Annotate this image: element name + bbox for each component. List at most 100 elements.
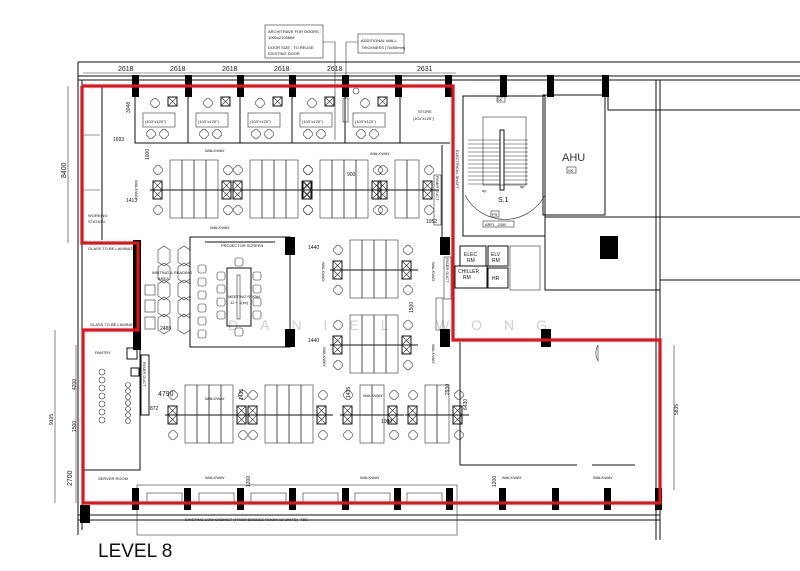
pedestal-cross (302, 189, 313, 200)
walkway-label: WALKWAY (593, 475, 613, 480)
pedestal-cross (232, 189, 243, 200)
walkway-label: WALKWAY (360, 475, 380, 480)
glass-note: GLASS TO BE LAMINATED (90, 322, 140, 327)
pedestal-cross (316, 414, 327, 425)
projector-screen-label: PROJECTOR SCREEN (221, 243, 263, 248)
desk (208, 384, 222, 444)
desk (193, 159, 207, 219)
desk (424, 384, 438, 444)
pedestal (377, 96, 388, 107)
pedestal (452, 414, 463, 425)
desk (184, 384, 198, 444)
chair (250, 128, 262, 140)
riser-label: RISER DUCT (445, 258, 450, 283)
walkway-label: WALKWAY (205, 148, 225, 153)
cabinet-unit (198, 492, 235, 503)
electrical-shaft-label: ELECTRICAL SHAFT (455, 150, 460, 189)
pedestal-cross (401, 269, 412, 280)
stool (125, 406, 131, 412)
office-size-label: (103"x120") (302, 119, 324, 124)
dimension-label: 1500 (409, 302, 415, 313)
pedestal (220, 96, 231, 107)
dimension-label: 1435 (346, 387, 352, 398)
sofa-module (157, 245, 171, 267)
sofa-module (177, 262, 191, 284)
chair (302, 204, 314, 216)
chair (407, 389, 419, 401)
dimension-label: 1440 (308, 245, 319, 251)
stool (125, 388, 131, 394)
chair (252, 271, 262, 281)
chair (197, 264, 207, 274)
stair-up-label: up (482, 188, 487, 193)
pedestal-cross (167, 414, 178, 425)
pedestal-cross (407, 414, 418, 425)
pedestal-cross (247, 414, 258, 425)
dimension-label: 1500 (72, 421, 78, 432)
chair (145, 128, 157, 140)
office-size-label: (103"x120") (198, 119, 220, 124)
dimension-label: 2618 (222, 66, 238, 73)
chair (202, 97, 214, 109)
column (132, 488, 139, 510)
chair (423, 204, 435, 216)
desk (385, 314, 399, 374)
chair (317, 429, 329, 441)
walkway-label: WALKWAY (321, 262, 326, 282)
office-desk (299, 112, 333, 128)
column (552, 488, 559, 510)
pedestal (401, 269, 412, 280)
chair (372, 164, 384, 176)
elec-room-label: RM (467, 258, 475, 264)
elec-room-label: ELEC (464, 252, 477, 258)
open-area-right (459, 342, 635, 466)
store-room: STORE (104"x120") (413, 109, 435, 121)
walkway-label: WALKWAY (322, 347, 327, 367)
workstation-cluster (340, 384, 404, 444)
office-desk (247, 112, 281, 128)
pedestal (167, 96, 178, 107)
desk (288, 384, 302, 444)
desk (343, 159, 357, 219)
dimension-label: 2618 (327, 66, 343, 73)
workstation-cluster (375, 159, 439, 219)
stool (98, 400, 106, 408)
chair (332, 359, 344, 371)
elv-room-label: ELV (491, 252, 501, 258)
chair (355, 128, 367, 140)
walkway-label: WALKWAY (431, 344, 436, 364)
stool (98, 376, 106, 384)
pedestal (324, 96, 335, 107)
column (285, 329, 295, 347)
chair (302, 164, 314, 176)
chair (197, 316, 207, 326)
column (500, 75, 507, 97)
chair (237, 389, 249, 401)
desk (276, 384, 290, 444)
pedestal-cross (167, 96, 178, 107)
pedestal-cross (220, 96, 231, 107)
level-title: LEVEL 8 (98, 541, 172, 562)
chair (158, 128, 170, 140)
desk (406, 159, 420, 219)
column (547, 75, 554, 97)
pedestal (332, 344, 343, 355)
chair (197, 290, 207, 300)
walkway-label: WALKWAY (370, 151, 390, 156)
pedestal-cross (401, 344, 412, 355)
workstation-cluster (405, 384, 469, 444)
pedestal-cross (377, 96, 388, 107)
chair (152, 204, 164, 216)
pedestal-cross (422, 189, 433, 200)
note-text: 1000x2100MM (268, 35, 294, 40)
desk (205, 159, 219, 219)
stool (98, 384, 106, 392)
chair (254, 97, 266, 109)
column (289, 488, 296, 510)
chair (216, 310, 226, 320)
chair (332, 244, 344, 256)
chair (237, 429, 249, 441)
meeting-room-capacity: 12 + 1(ex) (230, 300, 249, 305)
chair (211, 128, 223, 140)
risers: RISER DUCT RISER DUCT (433, 145, 452, 331)
